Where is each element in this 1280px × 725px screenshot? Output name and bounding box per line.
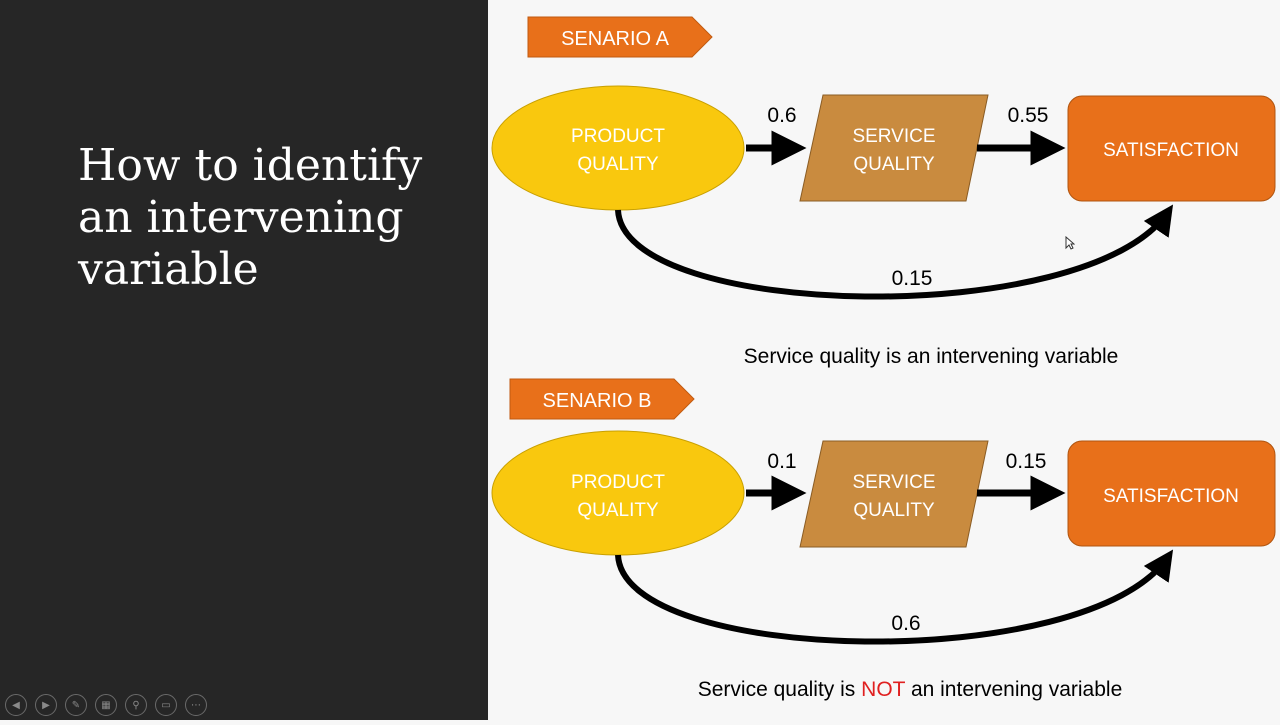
more-options-icon[interactable]: ⋯	[185, 694, 207, 716]
scenario-b-satisfaction: SATISFACTION	[1067, 440, 1276, 547]
scenario-b-diagram: SENARIO B PRODUCT QUALITY SERVICE QUALIT…	[491, 378, 1276, 701]
scenario-b-coef-pq-sat: 0.6	[891, 612, 920, 635]
next-slide-icon[interactable]: ▶	[35, 694, 57, 716]
scenario-a-product-line1: PRODUCT	[571, 126, 665, 147]
zoom-icon[interactable]: ⚲	[125, 694, 147, 716]
slideshow-toolbar: ◀ ▶ ✎ ▦ ⚲ ▭ ⋯	[5, 694, 207, 716]
scenario-b-service-line1: SERVICE	[852, 472, 935, 493]
pen-icon[interactable]: ✎	[65, 694, 87, 716]
scenario-b-arrow-pq-sat	[615, 549, 1174, 645]
scenario-b-caption-end: an intervening variable	[905, 678, 1122, 701]
scenario-a-diagram: SENARIO A PRODUCT QUALITY SERVICE QUALIT…	[491, 16, 1276, 368]
scenario-a-coef-pq-sq: 0.6	[767, 104, 796, 127]
scenario-a-tag-label: SENARIO A	[561, 28, 669, 50]
scenario-b-tag-label: SENARIO B	[543, 390, 652, 412]
scenario-b-coef-sq-sat: 0.15	[1006, 450, 1047, 473]
scenario-a-caption: Service quality is an intervening variab…	[744, 345, 1119, 368]
scenario-b-caption-emphasis: NOT	[861, 678, 906, 701]
slide-title: How to identify an intervening variable	[78, 140, 423, 295]
scenario-a-service-line1: SERVICE	[852, 126, 935, 147]
scenario-b-service-quality: SERVICE QUALITY	[799, 440, 989, 548]
diagram-panel: SENARIO A PRODUCT QUALITY SERVICE QUALIT…	[488, 0, 1280, 720]
scenario-b-coef-pq-sq: 0.1	[767, 450, 796, 473]
scenario-a-product-quality: PRODUCT QUALITY	[491, 85, 745, 211]
scenario-a-coef-sq-sat: 0.55	[1008, 104, 1049, 127]
title-panel: How to identify an intervening variable	[0, 0, 488, 720]
subtitles-icon[interactable]: ▭	[155, 694, 177, 716]
scenario-a-product-line2: QUALITY	[577, 154, 659, 175]
scenario-a-satisfaction-label: SATISFACTION	[1103, 140, 1239, 161]
scenario-b-product-quality: PRODUCT QUALITY	[491, 430, 745, 556]
scenario-b-caption: Service quality is NOT an intervening va…	[698, 678, 1123, 701]
diagrams-canvas: SENARIO A PRODUCT QUALITY SERVICE QUALIT…	[491, 16, 1276, 701]
mouse-pointer-icon	[1065, 235, 1076, 255]
scenario-a-arrow-pq-sat	[615, 204, 1174, 300]
scenario-b-service-line2: QUALITY	[853, 500, 935, 521]
scenario-a-service-quality: SERVICE QUALITY	[799, 94, 989, 202]
scenario-b-tag-shape	[509, 378, 695, 420]
scenario-a-satisfaction: SATISFACTION	[1067, 95, 1276, 202]
scenario-b-tag: SENARIO B	[509, 378, 695, 420]
previous-slide-icon[interactable]: ◀	[5, 694, 27, 716]
scenario-a-service-line2: QUALITY	[853, 154, 935, 175]
scenario-a-tag-shape	[527, 16, 713, 58]
scenario-a-coef-pq-sat: 0.15	[892, 267, 933, 290]
scenario-b-caption-start: Service quality is	[698, 678, 861, 701]
slides-grid-icon[interactable]: ▦	[95, 694, 117, 716]
scenario-a-tag: SENARIO A	[527, 16, 713, 58]
scenario-b-product-line2: QUALITY	[577, 500, 659, 521]
scenario-b-product-line1: PRODUCT	[571, 472, 665, 493]
scenario-b-satisfaction-label: SATISFACTION	[1103, 486, 1239, 507]
